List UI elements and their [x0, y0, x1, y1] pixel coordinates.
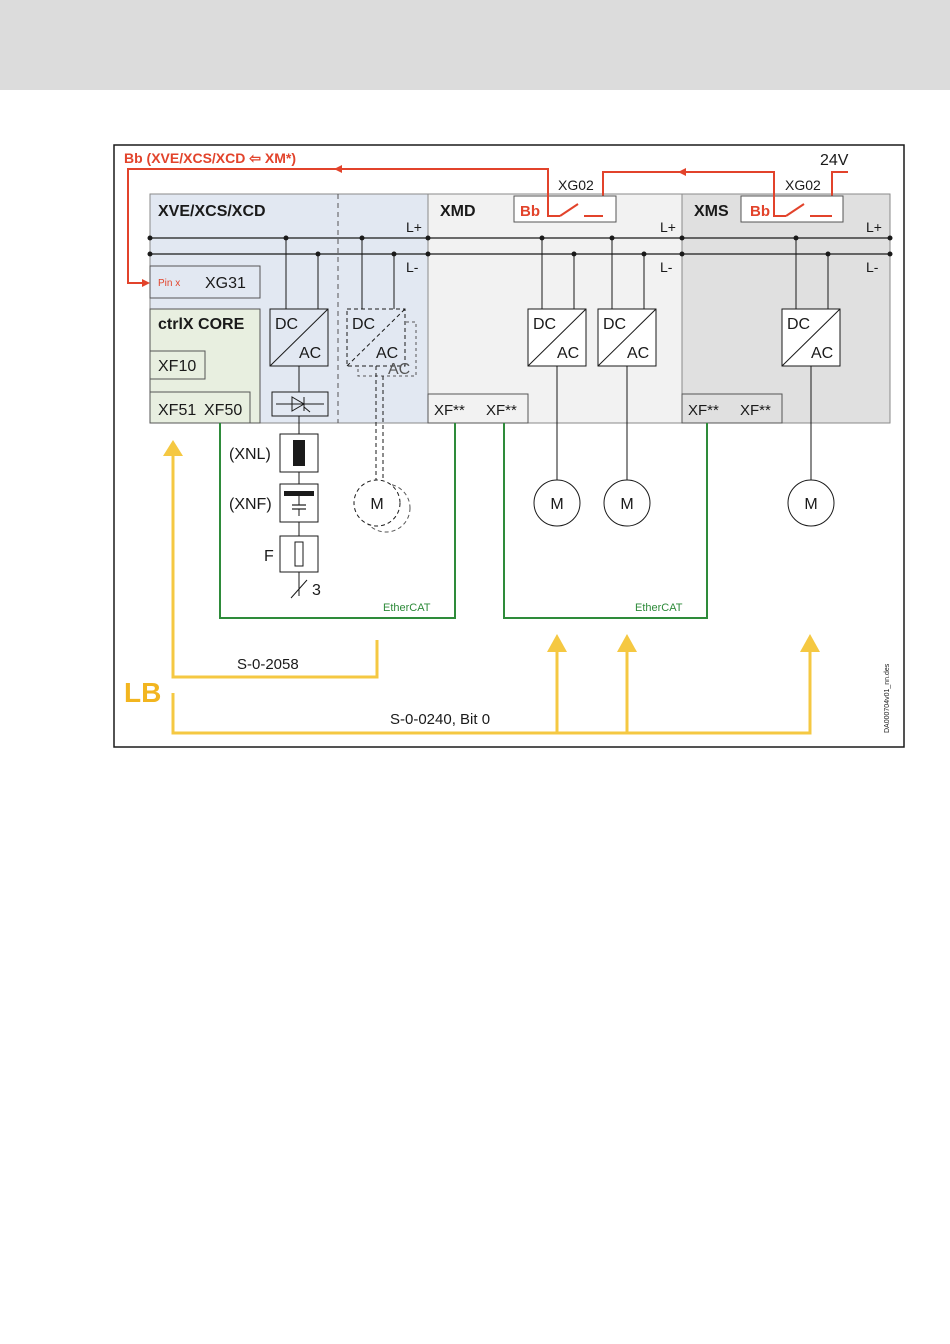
xve-dcac2-dc: DC	[352, 316, 375, 333]
ethercat-label-1: EtherCAT	[383, 602, 431, 614]
choke-xnl-icon	[280, 434, 318, 472]
xms-dcac-dc: DC	[787, 316, 810, 333]
xve-dcac2-ac-shadow: AC	[388, 361, 410, 378]
rail-label-minus-xve: L-	[406, 259, 419, 275]
s-2058-label: S-0-2058	[237, 656, 299, 673]
fuse-icon	[280, 536, 318, 572]
filter-xnf-icon	[280, 484, 318, 522]
xms-bb-label: Bb	[750, 203, 770, 220]
ethercat-label-2: EtherCAT	[635, 602, 683, 614]
xmd-dcac1-ac: AC	[557, 345, 579, 362]
xf50-label: XF50	[204, 402, 242, 419]
bb-title: Bb (XVE/XCS/XCD ⇦ XM*)	[124, 150, 296, 166]
xnf-label: (XNF)	[229, 496, 272, 513]
xnl-label: (XNL)	[229, 446, 271, 463]
xmd-bb-label: Bb	[520, 203, 540, 220]
xve-dcac1-ac: AC	[299, 345, 321, 362]
xg31-label: XG31	[205, 275, 246, 292]
document-id: DA000704v01_nn.des	[884, 663, 891, 733]
xmd-xg02-label: XG02	[558, 177, 594, 193]
ctrlx-core-title: ctrlX CORE	[158, 316, 245, 333]
xmd-motor1-label: M	[550, 496, 563, 513]
module-xmd-title: XMD	[440, 203, 476, 220]
rail-label-minus-xms: L-	[866, 259, 879, 275]
xmd-xf-in-label: XF**	[434, 402, 465, 419]
xms-dcac-ac: AC	[811, 345, 833, 362]
rail-label-plus-xms: L+	[866, 219, 882, 235]
xmd-dcac2-ac: AC	[627, 345, 649, 362]
xf51-label: XF51	[158, 402, 196, 419]
xmd-dcac2-dc: DC	[603, 316, 626, 333]
lb-label: LB	[124, 677, 161, 708]
rail-label-plus-xve: L+	[406, 219, 422, 235]
xms-xf-in-label: XF**	[688, 402, 719, 419]
rail-label-plus-xmd: L+	[660, 219, 676, 235]
xms-xf-out-label: XF**	[740, 402, 771, 419]
xmd-motor2-label: M	[620, 496, 633, 513]
phases-label: 3	[312, 582, 321, 599]
xms-motor-label: M	[804, 496, 817, 513]
xve-dcac2-ac: AC	[376, 345, 398, 362]
xve-dcac1-dc: DC	[275, 316, 298, 333]
xmd-xf-out-label: XF**	[486, 402, 517, 419]
xve-motor-label: M	[370, 496, 383, 513]
xf10-label: XF10	[158, 358, 196, 375]
fuse-label: F	[264, 548, 274, 565]
module-xve-title: XVE/XCS/XCD	[158, 203, 266, 220]
pin-x-label: Pin x	[158, 278, 180, 289]
rail-label-minus-xmd: L-	[660, 259, 673, 275]
xms-xg02-label: XG02	[785, 177, 821, 193]
xmd-dcac1-dc: DC	[533, 316, 556, 333]
module-xms-title: XMS	[694, 203, 729, 220]
s-0240-label: S-0-0240, Bit 0	[390, 711, 490, 728]
supply-24v-label: 24V	[820, 152, 849, 169]
